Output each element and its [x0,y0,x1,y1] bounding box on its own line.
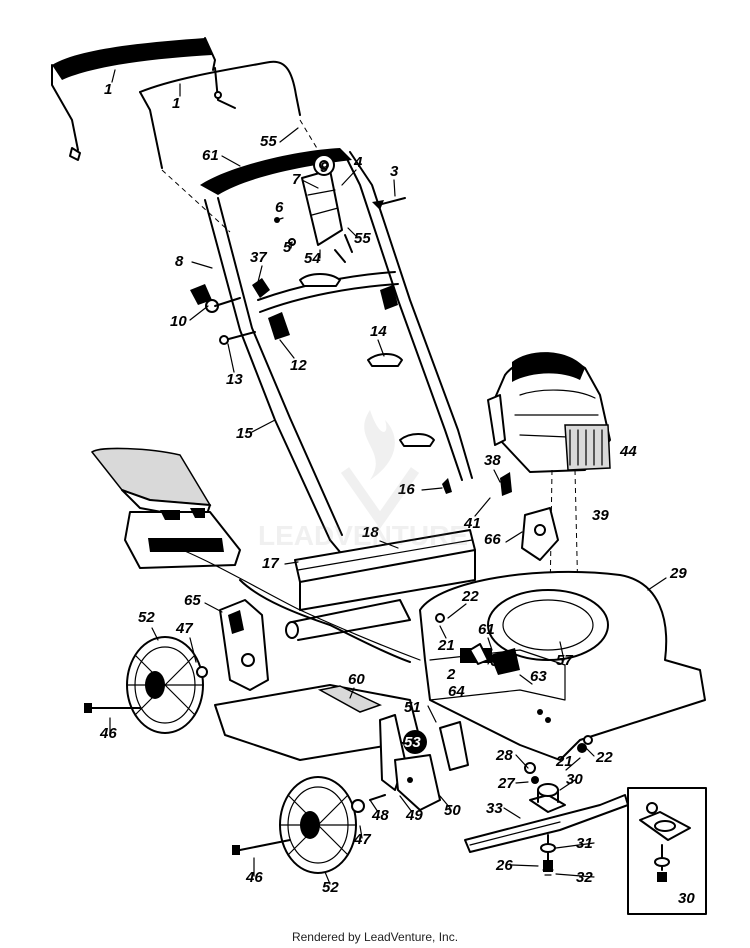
callout-60: 60 [348,671,365,688]
front-height-adjuster[interactable] [379,714,469,811]
rear-wheel[interactable] [126,636,204,734]
svg-text:53: 53 [404,734,421,751]
callout-48: 48 [371,807,389,824]
callout-52: 52 [138,609,155,626]
callout-14: 14 [370,323,387,340]
callout-4: 4 [353,154,363,171]
callout-52: 52 [322,879,339,896]
front-wheel-bolt[interactable] [232,839,291,855]
small-parts [274,217,353,287]
callout-12: 12 [290,357,307,374]
callout-17: 17 [262,555,279,572]
upper-handle-grip[interactable] [51,37,216,161]
callout-2: 2 [446,666,456,683]
wing-knobs[interactable] [190,278,398,345]
cable-guide[interactable] [469,643,520,675]
callout-61: 61 [202,147,219,164]
flame-logo-icon: LEADVENTURE [258,410,468,550]
blade-adapter-inset [627,787,707,915]
callout-13: 13 [226,371,243,388]
engine[interactable] [487,352,611,496]
callout-27: 27 [497,775,515,792]
callout-54: 54 [304,250,321,267]
callout-labels: 1 1 55 61 4 3 7 9 6 5 54 55 8 37 10 12 1… [99,81,695,907]
callout-29: 29 [669,565,687,582]
callout-8: 8 [175,253,184,270]
callout-32: 32 [576,869,593,886]
control-bracket[interactable] [301,154,343,246]
grass-catcher-chute[interactable] [90,447,241,569]
callout-44: 44 [619,443,637,460]
callout-3: 3 [390,163,399,180]
leader-lines [109,69,667,885]
callout-38: 38 [484,452,501,469]
blade-adapter[interactable] [529,783,566,813]
callout-64: 64 [448,683,465,700]
callout-47: 47 [175,620,193,637]
callout-65: 65 [184,592,201,609]
callout-9: 9 [320,159,329,176]
upper-handle-bar[interactable] [139,60,301,169]
blade-bolts[interactable] [524,735,593,876]
callout-1: 1 [104,81,112,98]
callout-18: 18 [362,524,379,541]
rear-baffle[interactable] [285,529,476,641]
callout-41: 41 [463,515,481,532]
cable-clips[interactable] [367,353,452,494]
callout-30: 30 [678,890,695,907]
callout-26: 26 [495,857,513,874]
deck-bracket[interactable] [521,507,559,561]
callout-57: 57 [556,652,573,669]
callout-55: 55 [260,133,277,150]
callout-21: 21 [555,753,573,770]
callout-47: 47 [353,831,371,848]
callout-28: 28 [495,747,513,764]
callout-46: 46 [245,869,263,886]
callout-22: 22 [595,749,613,766]
svg-text:LEADVENTURE: LEADVENTURE [258,520,468,550]
lower-handle-frame[interactable] [200,148,473,541]
rear-wheel-bolt[interactable] [84,703,141,713]
callout-63: 63 [530,668,547,685]
mower-deck[interactable] [419,570,706,761]
callout-7: 7 [292,171,301,188]
callout-46: 46 [99,725,117,742]
callout-33: 33 [486,800,503,817]
callout-16: 16 [398,481,415,498]
callout-10: 10 [170,313,187,330]
callout-15: 15 [236,425,253,442]
callout-55: 55 [354,230,371,247]
front-wheel[interactable] [279,776,357,874]
callout-31: 31 [576,835,593,852]
callout-51: 51 [404,699,421,716]
footer-credit: Rendered by LeadVenture, Inc. [291,930,459,944]
callout-62: 62 [490,653,507,670]
rear-height-adjuster[interactable] [219,599,269,691]
handle-bolt[interactable] [372,197,406,210]
callout-1: 1 [172,95,180,112]
callout-61: 61 [478,621,495,638]
callout-39: 39 [592,507,609,524]
callout-66: 66 [484,531,501,548]
callout-5: 5 [283,239,292,256]
callout-21: 21 [437,637,455,654]
callout-6: 6 [275,199,284,216]
callout-37: 37 [250,249,267,266]
callout-22: 22 [461,588,479,605]
callout-49: 49 [405,807,423,824]
